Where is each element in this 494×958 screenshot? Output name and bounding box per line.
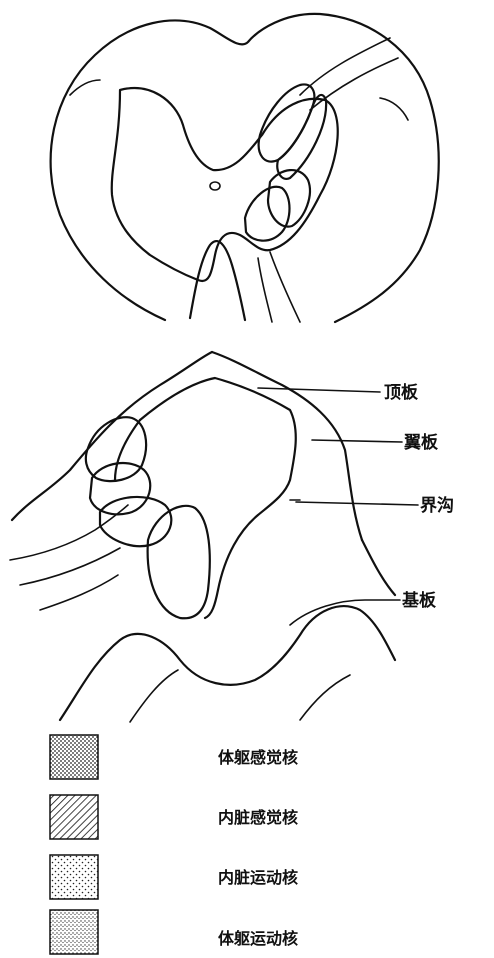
legend-swatch-visceral-motor	[50, 855, 98, 899]
visceral-motor-nucleus	[100, 497, 171, 546]
lower-left-fiber-2	[20, 548, 120, 585]
central-canal	[210, 182, 220, 190]
pointer-sulcus-limitans	[296, 502, 418, 505]
legend: 体躯感觉核 内脏感觉核 内脏运动核 体躯运动核	[50, 735, 298, 954]
outer-wall-left	[12, 352, 212, 520]
ventral-fissure	[190, 241, 245, 320]
ventral-root	[258, 258, 272, 322]
grey-matter-outline	[112, 88, 338, 281]
dorsal-root	[300, 38, 390, 95]
label-roof-plate: 顶板	[384, 382, 419, 403]
visceral-sensory-nucleus	[90, 463, 150, 514]
ventral-root-2	[270, 252, 300, 322]
outer-wall-right	[362, 540, 395, 595]
top-visceral-sensory-nucleus	[277, 95, 326, 179]
somatic-motor-nucleus	[148, 506, 210, 618]
legend-label-somatic-sensory: 体躯感觉核	[218, 748, 298, 767]
legend-label-visceral-motor: 内脏运动核	[218, 868, 298, 887]
label-sulcus-limitans: 界沟	[420, 495, 454, 516]
left-outer-fiber	[40, 575, 118, 610]
legend-swatch-somatic-sensory	[50, 735, 98, 779]
legend-label-visceral-sensory: 内脏感觉核	[218, 808, 298, 827]
label-basal-plate: 基板	[401, 590, 437, 611]
bottom-floor-inner	[130, 670, 178, 722]
spinal-cord-section	[51, 14, 439, 322]
dorsal-root-2	[310, 58, 398, 110]
bottom-floor	[60, 606, 395, 720]
label-alar-plate: 翼板	[404, 432, 439, 453]
inner-lumen	[140, 378, 296, 618]
pointer-roof-plate	[258, 388, 380, 392]
lumen-left-wall	[115, 420, 140, 480]
legend-swatch-visceral-sensory	[50, 795, 98, 839]
legend-swatch-somatic-motor	[50, 910, 98, 954]
legend-label-somatic-motor: 体躯运动核	[218, 929, 298, 948]
neural-tube-section: 顶板 翼板 界沟 基板	[10, 352, 454, 722]
spinal-cord-outline	[51, 14, 439, 322]
pointer-alar-plate	[312, 440, 402, 442]
pointer-basal-plate	[290, 600, 400, 625]
bottom-floor-right	[300, 675, 350, 720]
outer-wall-top	[212, 352, 362, 540]
top-somatic-motor-nucleus	[245, 187, 290, 241]
